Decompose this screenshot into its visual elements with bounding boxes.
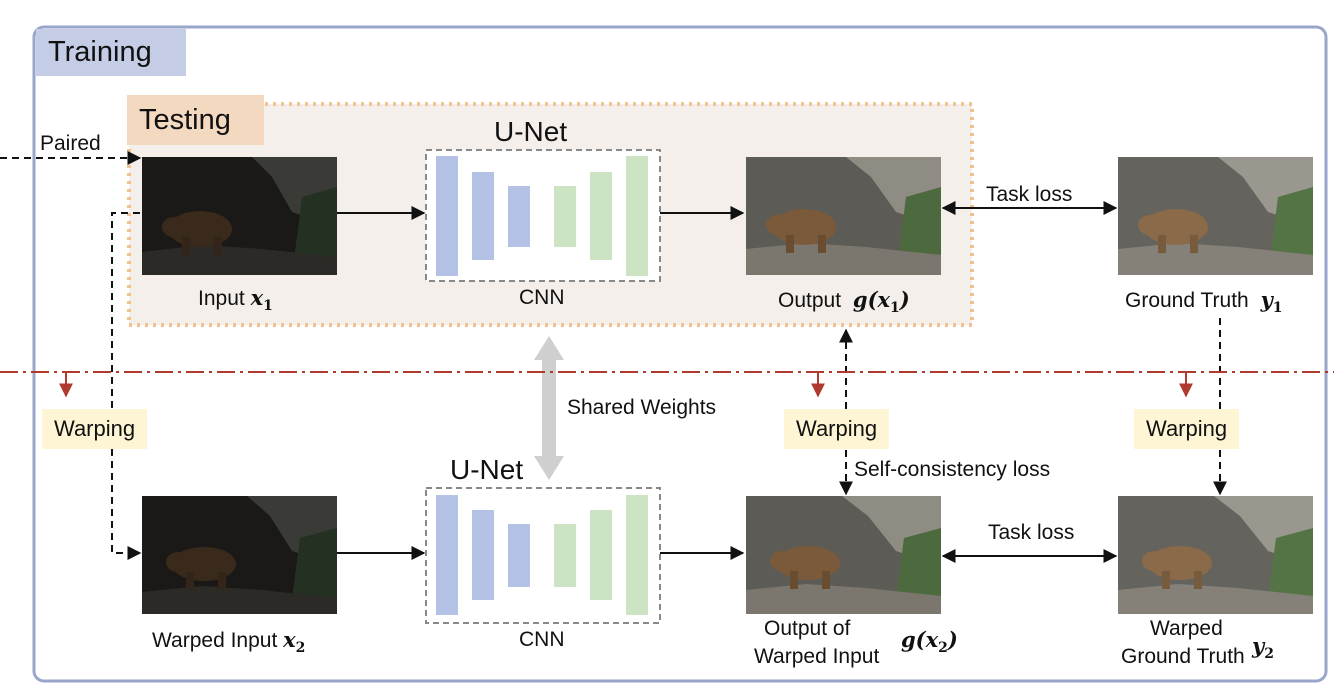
ground-truth-y1-caption: Ground Truth y1 (1125, 288, 1283, 320)
output-of-label: Output of (764, 617, 851, 640)
warped-ground-truth-label: Ground Truth (1121, 645, 1245, 668)
g-x1-symbol: g(x1) (852, 287, 910, 317)
input-x1-caption: Input x1 (198, 286, 273, 318)
warped-ground-truth-y2-image (1118, 496, 1313, 614)
dashed-arrows (0, 151, 1227, 560)
ground-truth-y1-image (1118, 157, 1313, 275)
unet-box-top (425, 149, 661, 282)
warped-label: Warped (1150, 617, 1223, 640)
output-of-warped-input-label: Warped Input (754, 645, 880, 668)
unet-bottom-title: U-Net (450, 454, 524, 485)
testing-tag: Testing (127, 95, 264, 145)
input-x1-image (142, 157, 337, 275)
cnn-top-label: CNN (519, 286, 565, 309)
output-g-x1-image (746, 157, 941, 275)
warping-line (0, 371, 1334, 398)
ground-truth-label: Ground Truth (1125, 289, 1249, 312)
unet-box-bottom (425, 487, 661, 624)
x1-symbol: x1 (250, 285, 273, 315)
warped-input-x2-caption: Warped Input x2 (152, 628, 305, 660)
unet-top-title: U-Net (494, 116, 568, 147)
self-consistency-loss-label: Self-consistency loss (854, 458, 1051, 481)
training-label: Training (48, 36, 152, 68)
unet-blocks-bottom (436, 495, 648, 615)
warped-input-label: Warped Input (152, 629, 278, 652)
shared-weights-label: Shared Weights (567, 396, 717, 419)
warping-mid-label: Warping (796, 416, 878, 441)
output-g-x2-image (746, 496, 941, 614)
warping-tag-right: Warping (1134, 409, 1240, 449)
unet-blocks-top (436, 156, 648, 276)
x2-symbol: x2 (283, 627, 306, 657)
warping-tag-left: Warping (42, 409, 148, 449)
warping-left-label: Warping (54, 416, 136, 441)
paired-label: Paired (40, 132, 101, 155)
task-loss-bottom-label: Task loss (988, 521, 1075, 544)
shared-weights-arrow (534, 336, 564, 480)
training-frame (32, 25, 1328, 683)
y2-symbol: y2 (1252, 633, 1274, 663)
testing-label: Testing (139, 104, 231, 136)
cnn-bottom-label: CNN (519, 628, 565, 651)
flow-arrows (337, 201, 1118, 563)
g-x2-symbol: g(x2) (901, 627, 958, 657)
task-loss-top-label: Task loss (986, 183, 1073, 206)
output-label: Output (778, 289, 842, 312)
warped-input-x2-image (142, 496, 337, 614)
y1-symbol: y1 (1260, 287, 1283, 317)
training-tag: Training (36, 29, 186, 76)
input-label: Input (198, 287, 245, 310)
warping-tag-mid: Warping (784, 409, 890, 449)
output-g-x1-caption: Output g(x1) (778, 288, 910, 320)
warping-right-label: Warping (1146, 416, 1228, 441)
